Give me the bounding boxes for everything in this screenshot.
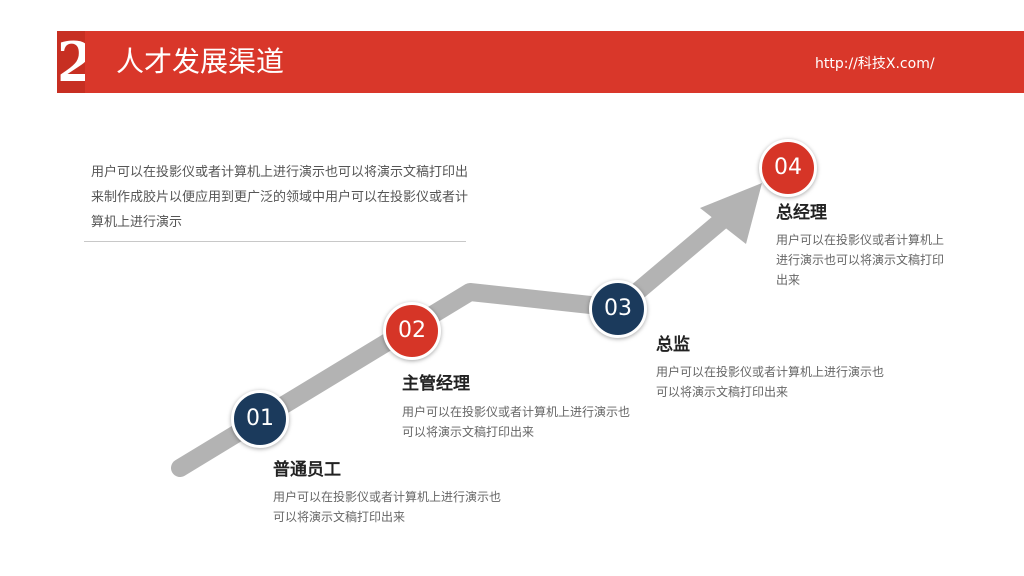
header-url[interactable]: http://科技X.com/ (815, 56, 935, 72)
step-4-desc: 用户可以在投影仪或者计算机上进行演示也可以将演示文稿打印出来 (776, 233, 945, 287)
career-path-line (171, 196, 749, 477)
step-2-title: 主管经理 (402, 374, 470, 394)
step-1-desc: 用户可以在投影仪或者计算机上进行演示也可以将演示文稿打印出来 (273, 490, 502, 524)
step-3-circle: 03 (589, 280, 647, 338)
step-3-title: 总监 (656, 335, 690, 355)
header-logo-mark: 2 (57, 31, 85, 93)
header-bar (57, 31, 1024, 93)
step-2-circle: 02 (383, 302, 441, 360)
step-1-title: 普通员工 (273, 460, 341, 480)
page-title: 人才发展渠道 (116, 45, 285, 78)
step-2-desc: 用户可以在投影仪或者计算机上进行演示也可以将演示文稿打印出来 (402, 405, 631, 439)
step-3-desc: 用户可以在投影仪或者计算机上进行演示也可以将演示文稿打印出来 (656, 365, 885, 399)
step-1-circle: 01 (231, 390, 289, 448)
career-path-arrowhead (700, 183, 762, 244)
step-4-title: 总经理 (776, 203, 827, 223)
intro-divider (84, 241, 466, 242)
step-4-circle: 04 (759, 139, 817, 197)
intro-text: 用户可以在投影仪或者计算机上进行演示也可以将演示文稿打印出来制作成胶片以便应用到… (91, 165, 469, 230)
